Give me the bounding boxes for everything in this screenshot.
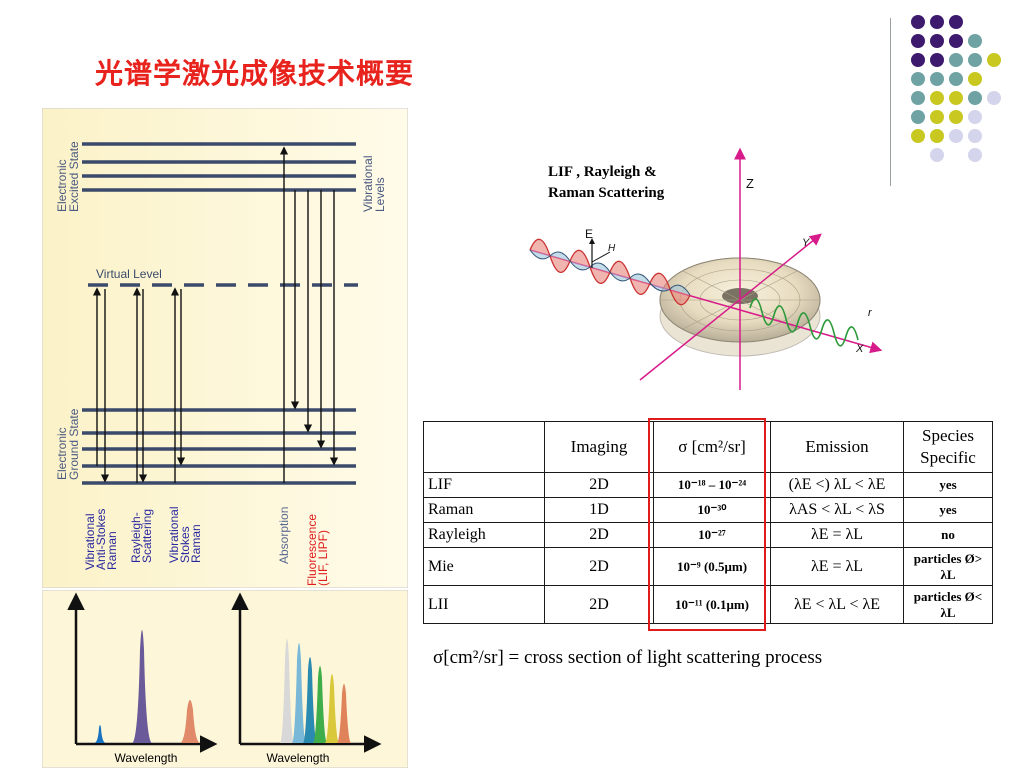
rayleigh-label: Rayleigh- Scattering	[129, 509, 154, 563]
decorative-dot	[949, 34, 963, 48]
table-row: LIF 2D 10⁻¹⁸ – 10⁻²⁴ (λE <) λL < λE yes	[423, 472, 993, 498]
decorative-dot	[987, 53, 1001, 67]
decorative-divider	[890, 18, 891, 186]
left-xlabel: Wavelength	[115, 751, 178, 765]
decorative-dot	[930, 91, 944, 105]
stokes-peak	[180, 700, 200, 743]
energy-level-diagram: Electronic Excited State Vibrational Lev…	[42, 108, 408, 588]
decorative-dot	[930, 110, 944, 124]
row-name: LII	[423, 585, 545, 624]
r-axis-label: r	[868, 307, 873, 319]
row-emission: (λE <) λL < λE	[770, 472, 904, 498]
right-xlabel: Wavelength	[267, 751, 330, 765]
decorative-dot	[949, 129, 963, 143]
slide-title: 光谱学激光成像技术概要	[95, 57, 415, 90]
header-species: Species Specific	[903, 421, 993, 473]
row-emission: λE < λL < λE	[770, 585, 904, 624]
decorative-dot	[911, 72, 925, 86]
row-emission: λE = λL	[770, 547, 904, 586]
row-sigma: 10⁻¹¹ (0.1μm)	[653, 585, 771, 624]
row-species: particles Ø< λL	[903, 585, 993, 624]
vibrational-levels-label: Vibrational Levels	[361, 152, 387, 212]
decorative-dot	[911, 34, 925, 48]
e-field-label: E	[585, 227, 593, 241]
row-name: Raman	[423, 497, 545, 523]
scattering-caption: LIF , Rayleigh & Raman Scattering	[548, 162, 664, 204]
table-row: LII 2D 10⁻¹¹ (0.1μm) λE < λL < λE partic…	[423, 585, 993, 624]
decorative-dot	[930, 53, 944, 67]
fluorescence-label: Fluorescence (LIF, LIPF)	[305, 511, 330, 586]
row-species: yes	[903, 472, 993, 498]
row-imaging: 2D	[544, 547, 654, 586]
row-emission: λE = λL	[770, 522, 904, 548]
x-axis-label: X	[855, 343, 864, 355]
decorative-dot	[968, 34, 982, 48]
row-emission: λAS < λL < λS	[770, 497, 904, 523]
ground-state-label: Electronic Ground State	[55, 408, 81, 480]
decorative-dot	[949, 53, 963, 67]
decorative-dot	[987, 91, 1001, 105]
row-species: no	[903, 522, 993, 548]
decorative-dot	[949, 91, 963, 105]
decorative-dot	[911, 91, 925, 105]
table-row: Rayleigh 2D 10⁻²⁷ λE = λL no	[423, 522, 993, 548]
anti-stokes-label: Vibrational Anti-Stokes Raman	[83, 505, 119, 570]
row-sigma: 10⁻²⁷	[653, 522, 771, 548]
decorative-dot-grid	[911, 15, 1001, 162]
stokes-label: Vibrational Stokes Raman	[167, 503, 203, 563]
h-field-label: H	[608, 243, 616, 254]
row-species: yes	[903, 497, 993, 523]
row-sigma: 10⁻¹⁸ – 10⁻²⁴	[653, 472, 771, 498]
row-species: particles Ø> λL	[903, 547, 993, 586]
decorative-dot	[911, 53, 925, 67]
decorative-dot	[911, 15, 925, 29]
row-imaging: 2D	[544, 472, 654, 498]
row-sigma: 10⁻³⁰	[653, 497, 771, 523]
decorative-dot	[968, 148, 982, 162]
rayleigh-peak	[132, 630, 152, 743]
comparison-table: Imaging σ [cm²/sr] Emission Species Spec…	[423, 421, 993, 624]
decorative-dot	[930, 148, 944, 162]
decorative-dot	[930, 129, 944, 143]
row-imaging: 2D	[544, 522, 654, 548]
decorative-dot	[949, 15, 963, 29]
scattering-caption-line1: LIF , Rayleigh &	[548, 164, 657, 180]
decorative-dot	[911, 129, 925, 143]
decorative-dot	[968, 72, 982, 86]
decorative-dot	[949, 72, 963, 86]
y-axis-label: Y	[802, 237, 810, 249]
absorption-label: Absorption	[277, 507, 291, 564]
spectra-panel: Wavelength Wavelength	[42, 590, 408, 768]
decorative-dot	[949, 110, 963, 124]
decorative-dot	[930, 34, 944, 48]
scattering-caption-line2: Raman Scattering	[548, 185, 665, 201]
decorative-dot	[968, 129, 982, 143]
row-imaging: 1D	[544, 497, 654, 523]
decorative-dot	[930, 72, 944, 86]
row-name: Rayleigh	[423, 522, 545, 548]
decorative-dot	[968, 53, 982, 67]
scattering-figure: E H Z Y X r	[529, 147, 883, 390]
row-name: LIF	[423, 472, 545, 498]
anti-stokes-peak	[94, 725, 106, 743]
table-row: Mie 2D 10⁻⁹ (0.5μm) λE = λL particles Ø>…	[423, 547, 993, 586]
header-imaging: Imaging	[544, 421, 654, 473]
header-emission: Emission	[770, 421, 904, 473]
table-row: Raman 1D 10⁻³⁰ λAS < λL < λS yes	[423, 497, 993, 523]
table-header-row: Imaging σ [cm²/sr] Emission Species Spec…	[423, 421, 993, 473]
header-empty	[423, 421, 545, 473]
row-imaging: 2D	[544, 585, 654, 624]
row-name: Mie	[423, 547, 545, 586]
row-sigma: 10⁻⁹ (0.5μm)	[653, 547, 771, 586]
excited-state-label: Electronic Excited State	[55, 141, 81, 212]
z-axis-label: Z	[746, 176, 754, 191]
cross-section-caption: σ[cm²/sr] = cross section of light scatt…	[433, 647, 823, 668]
decorative-dot	[968, 91, 982, 105]
decorative-dot	[911, 110, 925, 124]
virtual-level-label: Virtual Level	[96, 267, 162, 281]
decorative-dot	[930, 15, 944, 29]
header-sigma: σ [cm²/sr]	[653, 421, 771, 473]
decorative-dot	[968, 110, 982, 124]
